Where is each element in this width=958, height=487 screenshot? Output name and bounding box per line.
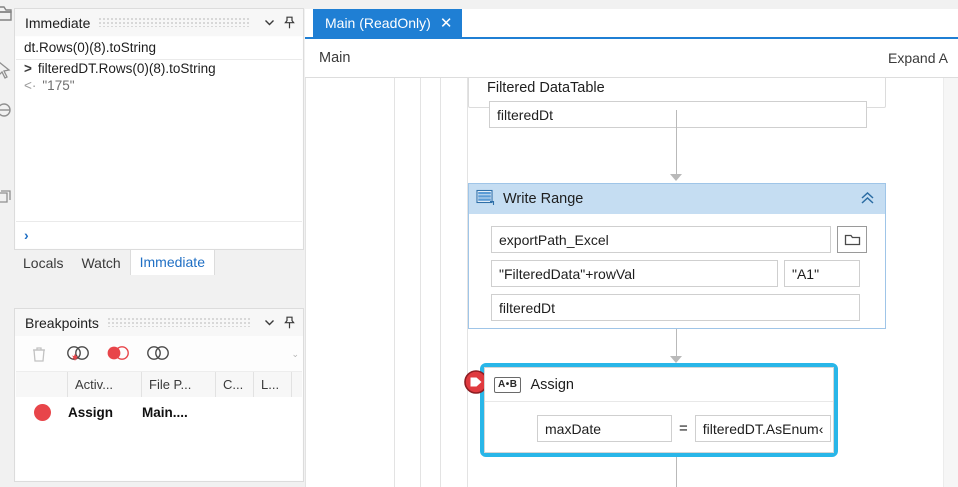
connector-arrow-icon xyxy=(670,356,682,363)
debug-panels-column: Immediate dt.Rows(0)(8).toString > filte… xyxy=(14,0,305,487)
tab-locals[interactable]: Locals xyxy=(23,255,64,271)
document-tab-main[interactable]: Main (ReadOnly) ✕ xyxy=(313,9,463,37)
folder-icon[interactable] xyxy=(0,4,14,24)
assign-ab-icon: A•B xyxy=(494,376,522,393)
red-breakpoint-current-arrow[interactable] xyxy=(463,369,489,395)
sequence-guide-line xyxy=(305,78,306,487)
left-icon-rail xyxy=(0,0,14,487)
sequence-guide-line xyxy=(394,78,395,487)
close-icon[interactable]: ✕ xyxy=(439,14,453,32)
document-tabbar xyxy=(305,0,958,9)
document-tab-label: Main (ReadOnly) xyxy=(325,15,431,31)
immediate-input-prompt[interactable]: › xyxy=(16,221,302,248)
output-marker: <· xyxy=(24,78,37,93)
write-range-title: Write Range xyxy=(503,191,584,207)
breakpoints-star-icon[interactable] xyxy=(64,340,94,368)
filtered-datatable-label: Filtered DataTable xyxy=(487,80,605,96)
chevron-down-icon[interactable] xyxy=(259,13,279,33)
pin-icon[interactable] xyxy=(279,313,299,333)
pin-icon[interactable] xyxy=(279,13,299,33)
immediate-entry-output: <· "175" xyxy=(16,77,302,94)
workflow-canvas[interactable]: Filtered DataTable filteredDt xyxy=(305,78,958,487)
breakpoints-table-body: Assign Main.... xyxy=(16,397,302,480)
immediate-panel-title: Immediate xyxy=(25,14,91,31)
filtered-datatable-field[interactable]: filteredDt xyxy=(489,101,867,128)
workbook-path-row: exportPath_Excel xyxy=(491,226,873,253)
immediate-entry-input: > filteredDT.Rows(0)(8).toString xyxy=(16,60,302,77)
sequence-guide-line xyxy=(440,78,441,487)
assign-to-field[interactable]: maxDate xyxy=(537,415,672,442)
assign-value-field[interactable]: filteredDT.AsEnum‹ xyxy=(694,415,831,442)
input-text: filteredDT.Rows(0)(8).toString xyxy=(37,61,216,76)
sequence-guide-line xyxy=(467,78,468,487)
tab-immediate[interactable]: Immediate xyxy=(129,249,215,275)
sequence-guide-line xyxy=(420,78,421,487)
cell-file-path: Main.... xyxy=(142,404,188,420)
breakpoints-panel-header: Breakpoints xyxy=(15,309,303,336)
immediate-panel-header: Immediate xyxy=(15,9,303,36)
breakpoints-table-header: Activ... File P... C... L... xyxy=(16,372,302,398)
assign-header[interactable]: A•B Assign xyxy=(485,368,833,402)
connector-arrow-icon xyxy=(670,174,682,181)
datatable-row: filteredDt xyxy=(491,294,873,321)
connector-line xyxy=(676,457,677,487)
folder-open-icon[interactable] xyxy=(837,226,867,253)
designer-area: Main (ReadOnly) ✕ Main Expand A Filtered… xyxy=(305,0,958,487)
breakpoints-panel-title: Breakpoints xyxy=(25,314,99,331)
breakpoints-toolbar xyxy=(16,337,302,372)
canvas-scrollbar[interactable] xyxy=(943,78,958,487)
column-header-l[interactable]: L... xyxy=(254,372,292,397)
sheet-and-range-row: "FilteredData"+rowVal "A1" xyxy=(491,260,873,287)
excel-table-icon xyxy=(476,189,495,209)
filtered-datatable-card[interactable]: Filtered DataTable filteredDt xyxy=(468,78,886,128)
stack-icon[interactable] xyxy=(0,188,14,208)
trash-icon[interactable] xyxy=(24,340,54,368)
tab-watch[interactable]: Watch xyxy=(81,255,121,271)
breadcrumb: Main Expand A xyxy=(305,39,958,78)
cell-activity: Assign xyxy=(68,404,114,420)
write-range-datatable-field[interactable]: filteredDt xyxy=(491,294,860,321)
assign-equals-sign: = xyxy=(679,420,688,437)
assign-body: maxDate = filteredDT.AsEnum‹ xyxy=(485,402,833,442)
column-header-status[interactable] xyxy=(16,372,68,397)
drag-handle-dots[interactable] xyxy=(98,18,251,27)
prompt-chevron-icon: › xyxy=(24,227,29,243)
immediate-output-area[interactable]: dt.Rows(0)(8).toString > filteredDT.Rows… xyxy=(16,37,302,248)
column-header-activity[interactable]: Activ... xyxy=(68,372,142,397)
breadcrumb-item-main[interactable]: Main xyxy=(319,50,351,66)
write-range-body: exportPath_Excel "FilteredData"+rowVal "… xyxy=(469,214,885,328)
debug-tabstrip: Locals Watch Immediate xyxy=(14,249,302,275)
immediate-panel: Immediate dt.Rows(0)(8).toString > filte… xyxy=(14,8,304,250)
assign-title: Assign xyxy=(530,376,574,393)
connector-line xyxy=(676,110,677,175)
breakpoints-red-icon[interactable] xyxy=(104,340,134,368)
sheet-name-field[interactable]: "FilteredData"+rowVal xyxy=(491,260,778,287)
breakpoints-outline-icon[interactable] xyxy=(144,340,174,368)
collapse-chevron-up-icon[interactable] xyxy=(860,191,875,207)
column-header-spacer xyxy=(292,372,302,397)
toolbar-overflow-icon[interactable]: ⌄ xyxy=(291,349,299,359)
immediate-first-line: dt.Rows(0)(8).toString xyxy=(16,37,302,60)
write-range-activity[interactable]: Write Range exportPath_Excel "FilteredDa… xyxy=(468,183,886,329)
workbook-path-field[interactable]: exportPath_Excel xyxy=(491,226,831,253)
write-range-header[interactable]: Write Range xyxy=(469,184,885,214)
flask-icon[interactable] xyxy=(0,100,14,120)
column-header-file-path[interactable]: File P... xyxy=(142,372,216,397)
cell-range-field[interactable]: "A1" xyxy=(784,260,860,287)
assign-activity[interactable]: A•B Assign maxDate = filteredDT.AsEnum‹ xyxy=(464,363,838,457)
connector-line xyxy=(676,329,677,357)
table-row[interactable]: Assign Main.... xyxy=(16,397,302,427)
breakpoints-panel: Breakpoints xyxy=(14,308,304,482)
expand-all-button[interactable]: Expand A xyxy=(888,50,948,66)
input-marker: > xyxy=(24,61,32,76)
drag-handle-dots[interactable] xyxy=(106,318,251,327)
tab-underline xyxy=(305,37,958,39)
chevron-down-icon[interactable] xyxy=(259,313,279,333)
pointer-icon[interactable] xyxy=(0,60,14,80)
assign-card: A•B Assign maxDate = filteredDT.AsEnum‹ xyxy=(484,367,834,453)
red-breakpoint-dot[interactable] xyxy=(16,403,68,421)
output-text: "175" xyxy=(42,78,75,93)
column-header-c[interactable]: C... xyxy=(216,372,254,397)
